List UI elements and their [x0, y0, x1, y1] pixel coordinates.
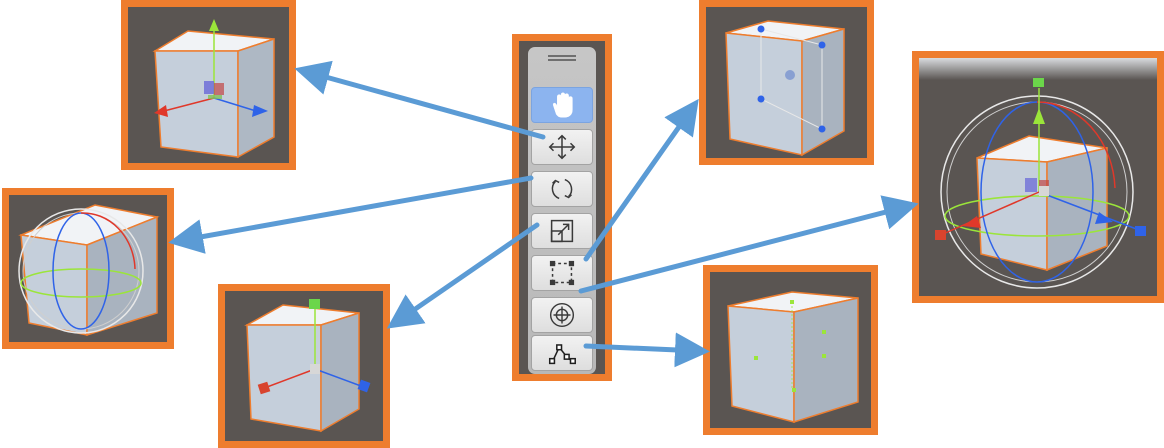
vertex-handle	[790, 300, 794, 304]
transform-tool-button[interactable]	[531, 297, 593, 333]
rect-gizmo-preview	[699, 0, 874, 165]
rotate-icon	[551, 178, 573, 200]
transform-gizmo-preview	[912, 51, 1164, 303]
scale-gizmo-preview	[218, 284, 390, 448]
view-tool-button[interactable]	[531, 87, 593, 123]
rotate-gizmo-scene	[18, 204, 160, 337]
scale-gizmo	[257, 299, 371, 395]
rect-handle	[818, 41, 826, 49]
x-scale-handle	[257, 381, 271, 395]
move-gizmo	[154, 19, 268, 117]
rotate-gizmo	[18, 208, 144, 334]
y-scale-handle	[1033, 78, 1044, 87]
center-scale-handle	[1039, 186, 1049, 196]
rect-tool-button[interactable]	[531, 255, 593, 291]
move-gizmo-preview	[121, 0, 296, 170]
transform-gizmo	[935, 78, 1146, 289]
rect-gizmo	[757, 25, 826, 133]
rect-handle	[757, 25, 765, 33]
drag-handle-icon[interactable]	[548, 55, 576, 61]
custom-tool-icon	[548, 344, 576, 365]
x-axis-arrow	[154, 105, 168, 117]
x-scale-handle	[935, 230, 946, 240]
arrow-rotate-to-preview	[168, 175, 534, 254]
vertex-handle	[792, 388, 796, 392]
center-scale-handle	[310, 364, 320, 374]
custom-tool-scene	[727, 291, 859, 424]
rotate-gizmo-preview	[2, 188, 174, 349]
y-axis-arrow	[209, 19, 219, 31]
move-arrows-icon	[548, 134, 576, 160]
z-scale-handle	[357, 379, 371, 393]
y-scale-handle	[309, 299, 320, 309]
rect-gizmo-scene	[725, 20, 845, 157]
custom-tool-preview	[703, 265, 878, 435]
custom-tool-points	[754, 300, 826, 392]
rect-transform-icon	[549, 260, 575, 286]
tool-palette	[512, 34, 612, 381]
move-gizmo-scene	[152, 19, 275, 159]
custom-tool-button[interactable]	[531, 335, 593, 371]
z-axis-arrow	[252, 105, 268, 117]
tool-palette-strip	[528, 47, 596, 374]
transform-icon	[549, 302, 575, 328]
rect-pivot	[785, 70, 795, 80]
vertex-handle	[822, 330, 826, 334]
transform-gizmo-scene	[919, 58, 1157, 289]
rotate-tool-button[interactable]	[531, 171, 593, 207]
rect-handle	[818, 125, 826, 133]
z-scale-handle	[1135, 226, 1146, 236]
x-axis-arrow	[963, 216, 981, 228]
vertex-handle	[822, 354, 826, 358]
cube	[727, 291, 859, 424]
cube	[18, 204, 160, 337]
cube	[244, 304, 360, 433]
y-axis-arrow	[1033, 108, 1045, 124]
scale-gizmo-scene	[244, 299, 371, 433]
z-axis-arrow	[1095, 212, 1113, 224]
move-tool-button[interactable]	[531, 129, 593, 165]
cube	[152, 30, 275, 159]
scale-tool-button[interactable]	[531, 213, 593, 249]
vertex-handle	[754, 356, 758, 360]
hand-icon	[552, 92, 573, 118]
arrow-move-to-preview	[294, 60, 546, 140]
rect-handle	[757, 95, 765, 103]
cube	[976, 135, 1108, 272]
scale-icon	[550, 219, 574, 243]
cube	[725, 20, 845, 157]
